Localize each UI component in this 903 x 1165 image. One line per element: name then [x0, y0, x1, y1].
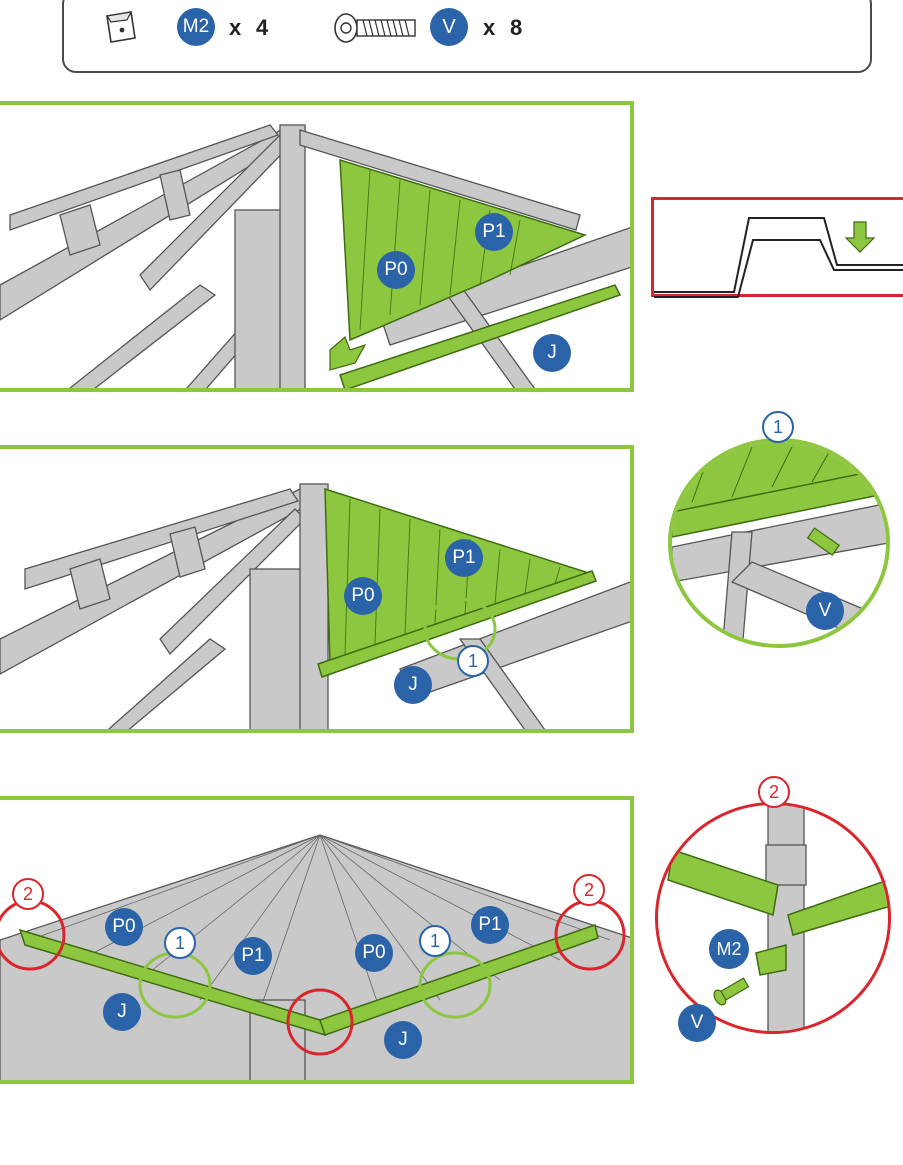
- label-p0: P0: [377, 251, 415, 289]
- callout-1: 1: [457, 645, 489, 677]
- step2-illustration: [0, 483, 630, 729]
- label-p1: P1: [471, 906, 509, 944]
- label-p0: P0: [355, 934, 393, 972]
- badge-v: V: [430, 8, 468, 46]
- callout-1: 1: [164, 927, 196, 959]
- profile-detail-box: [651, 197, 903, 298]
- step2-panel: [0, 445, 634, 733]
- label-j: J: [533, 334, 571, 372]
- roof-panel-p1: [339, 158, 588, 342]
- screw-icon: [334, 13, 416, 43]
- down-arrow-icon: [844, 221, 876, 253]
- label-v: V: [806, 592, 844, 630]
- badge-m2: M2: [177, 8, 215, 46]
- label-v: V: [678, 1004, 716, 1042]
- label-m2: M2: [709, 929, 749, 969]
- callout-circle-2: [286, 988, 354, 1056]
- label-p0: P0: [344, 577, 382, 615]
- screw-v-icon: [713, 977, 750, 1006]
- j-rail: [339, 284, 622, 388]
- screw-v-icon: [806, 527, 840, 556]
- detail1-circle: [668, 438, 890, 648]
- label-p1: P1: [445, 539, 483, 577]
- j-rail-right: [319, 924, 599, 1036]
- step1-panel: [0, 101, 634, 392]
- label-p1: P1: [475, 213, 513, 251]
- multiplier-v: x: [483, 15, 496, 40]
- profile-illustration: [654, 217, 903, 298]
- multiplier-m2: x: [229, 15, 242, 40]
- label-j: J: [394, 666, 432, 704]
- step3-panel: [0, 796, 634, 1084]
- bracket-icon: [105, 11, 136, 43]
- label-j: J: [384, 1021, 422, 1059]
- detail1-illustration: [672, 442, 886, 644]
- label-p1: P1: [234, 937, 272, 975]
- callout-1: 1: [762, 411, 794, 443]
- count-m2: 4: [256, 15, 269, 40]
- callout-2: 2: [573, 874, 605, 906]
- label-j: J: [103, 993, 141, 1031]
- step3-illustration: [0, 834, 630, 1080]
- label-p0: P0: [105, 908, 143, 946]
- push-arrow-icon: [329, 335, 367, 371]
- detail2-illustration: [667, 805, 888, 1031]
- step1-illustration: [0, 124, 630, 388]
- bracket-m2-icon: [755, 944, 787, 976]
- count-v: 8: [510, 15, 523, 40]
- j-rail: [317, 570, 597, 678]
- callout-2: 2: [12, 878, 44, 910]
- callout-2: 2: [758, 776, 790, 808]
- callout-1: 1: [419, 925, 451, 957]
- detail2-circle: [655, 802, 891, 1034]
- callout-circle-1: [418, 951, 492, 1019]
